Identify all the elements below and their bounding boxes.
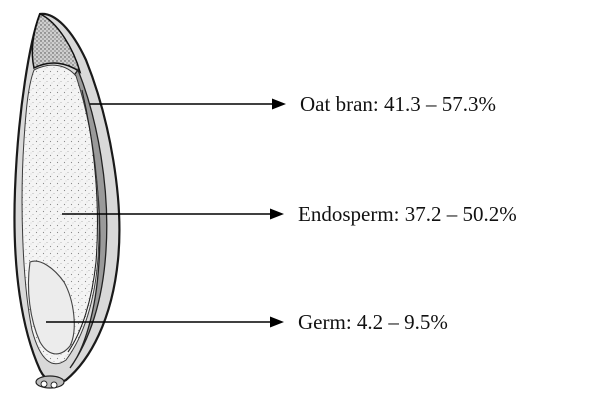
endosperm-arrow-head xyxy=(270,209,284,220)
germ-arrow-head xyxy=(270,317,284,328)
germ-label: Germ: 4.2 – 9.5% xyxy=(298,310,448,334)
grain-base xyxy=(36,376,64,388)
endosperm-pointer: Endosperm: 37.2 – 50.2% xyxy=(62,202,517,226)
endosperm-label: Endosperm: 37.2 – 50.2% xyxy=(298,202,517,226)
bran-pointer: Oat bran: 41.3 – 57.3% xyxy=(90,92,496,116)
oat-grain-illustration xyxy=(14,14,119,388)
bran-arrow-head xyxy=(272,99,286,110)
bran-label: Oat bran: 41.3 – 57.3% xyxy=(300,92,496,116)
